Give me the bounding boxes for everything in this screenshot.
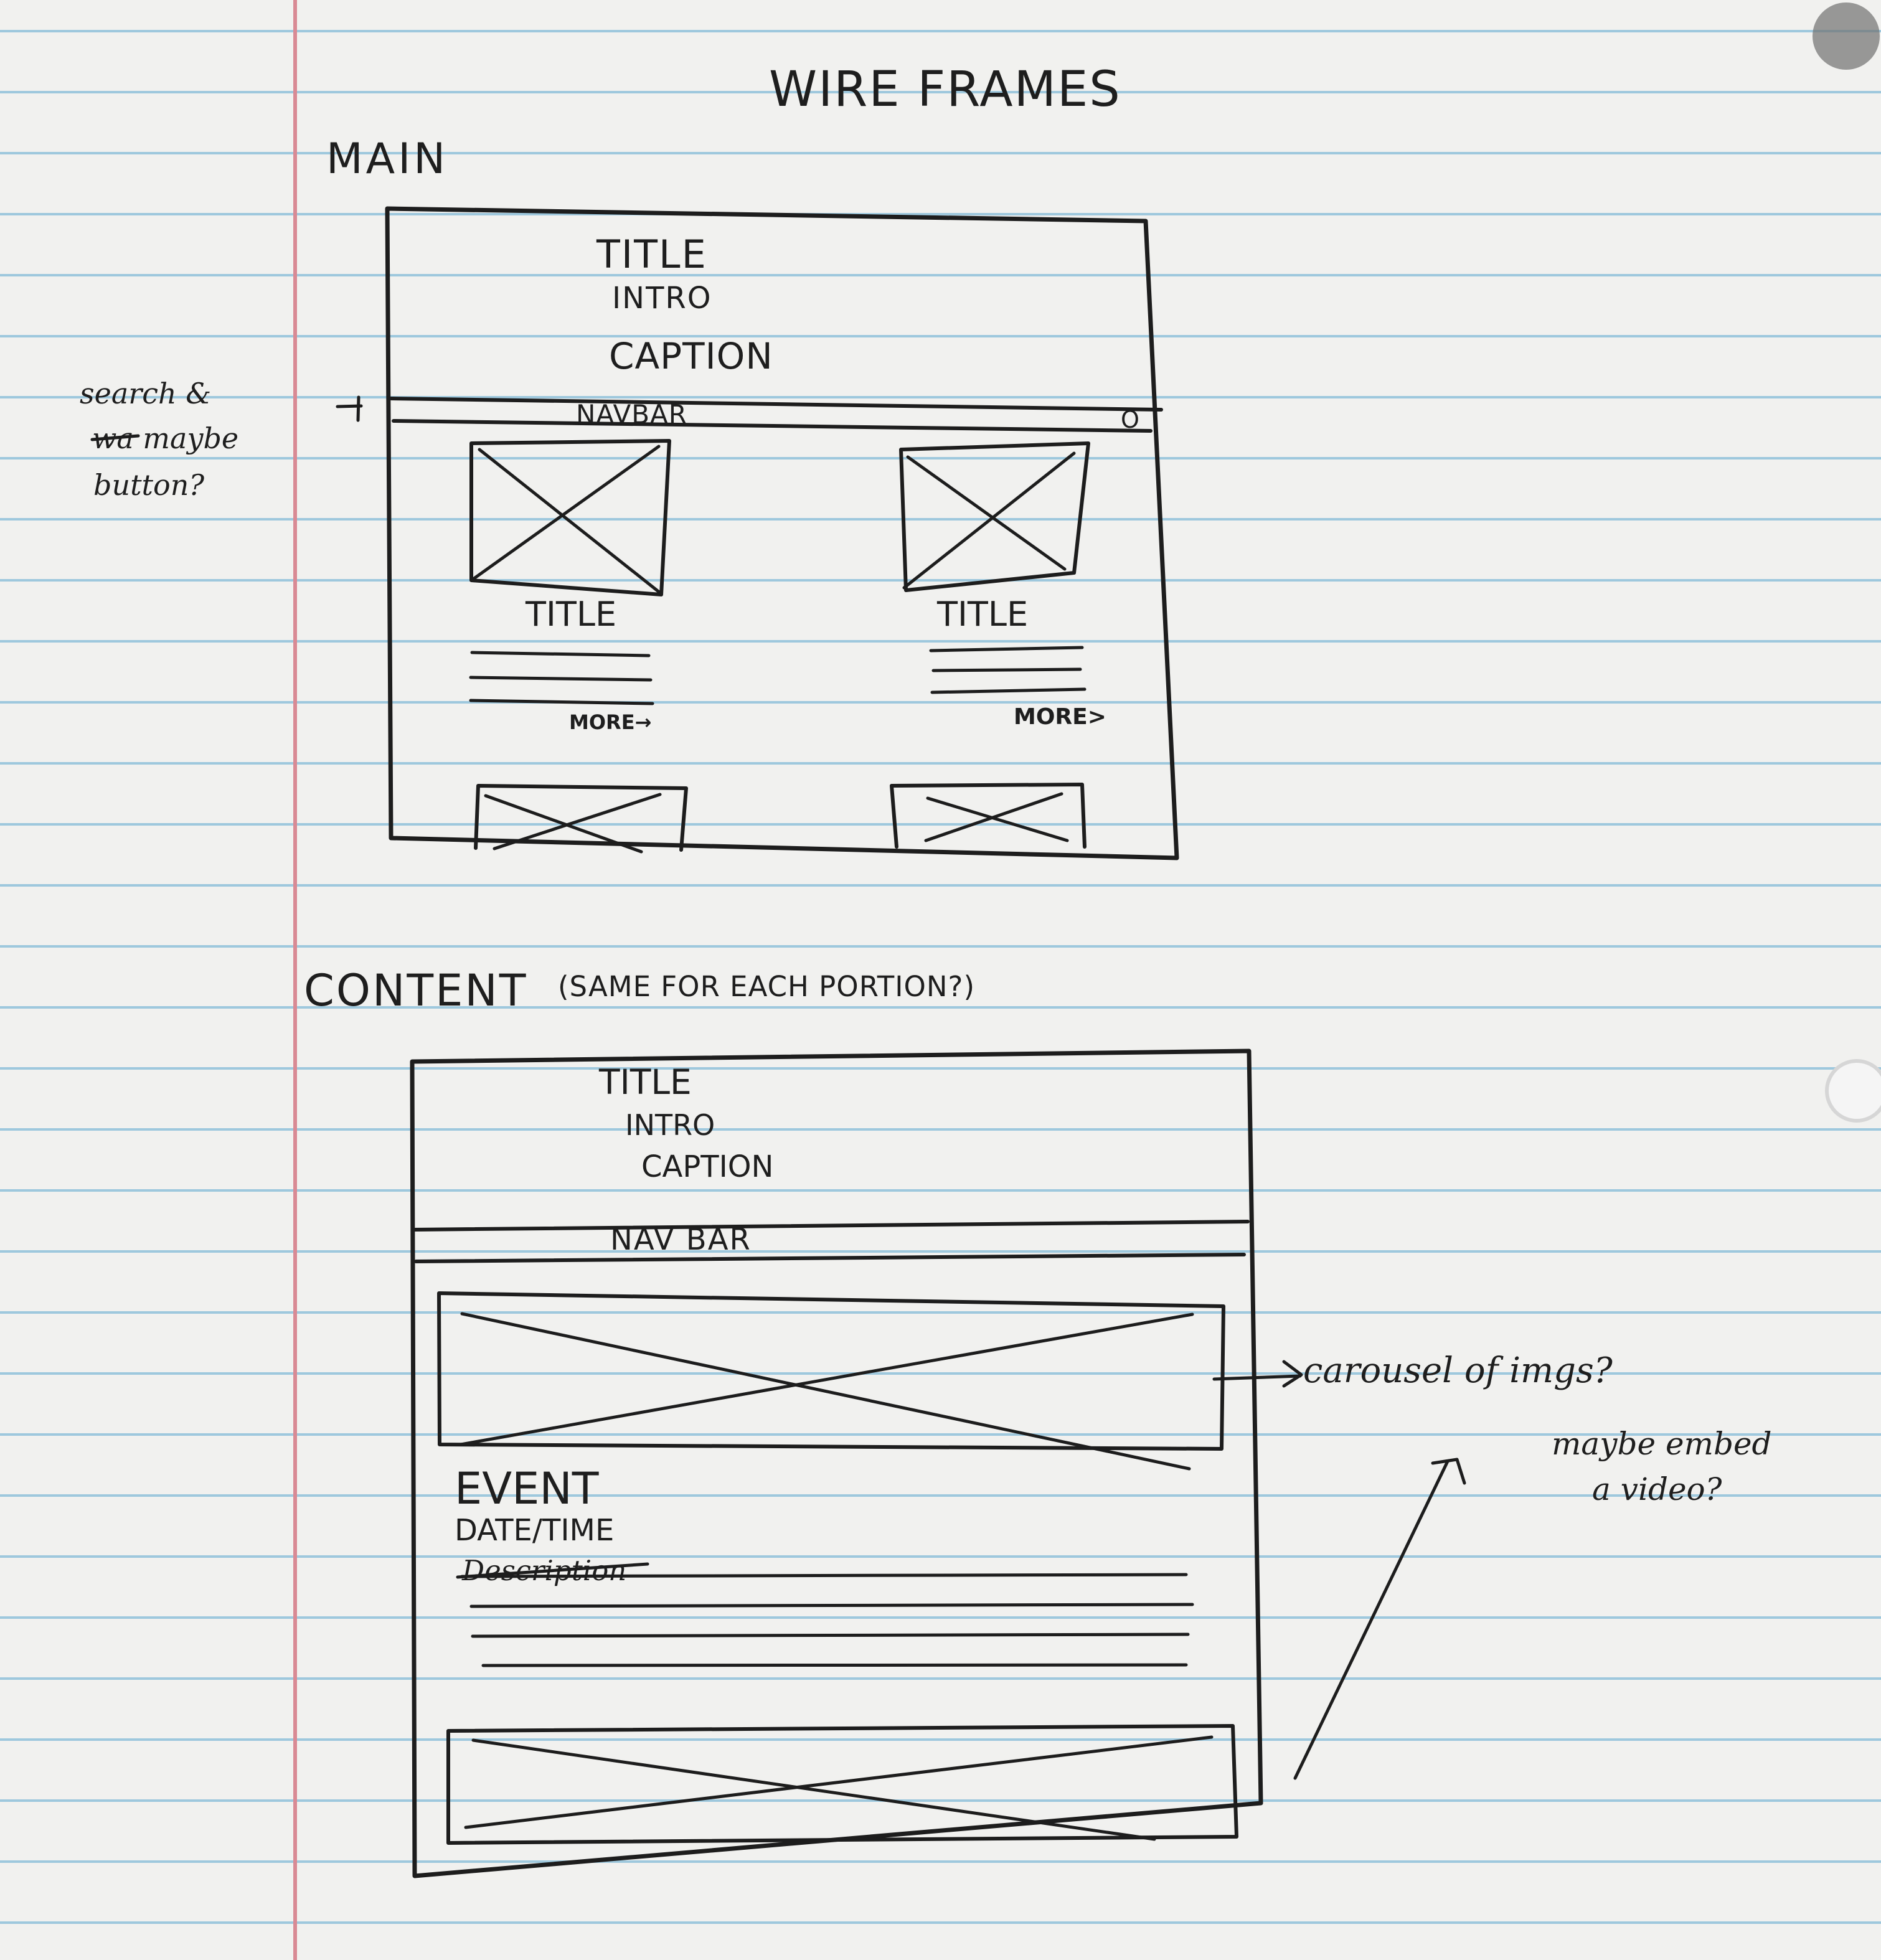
svg-text:CAPTION: CAPTION (641, 1149, 773, 1184)
main-card-left-image (469, 439, 671, 596)
text-line (469, 1603, 1194, 1608)
image-placeholder-x-line (906, 455, 1067, 571)
image-placeholder-x-line (471, 1738, 1156, 1841)
main-card-left-more-link[interactable]: MORE→ (569, 710, 651, 734)
page-title: WIRE FRAMES (769, 62, 1121, 118)
svg-text:carousel of imgs?: carousel of imgs? (1303, 1350, 1613, 1391)
main-section: MAIN TITLE INTRO CAPTION NAVBAR O TITLE … (80, 134, 1179, 860)
content-navbar-top (412, 1220, 1250, 1232)
main-search-icon[interactable]: O (1121, 406, 1139, 433)
svg-text:MAIN: MAIN (326, 134, 448, 184)
main-navbar-label: NAVBAR (576, 399, 687, 430)
text-line (471, 1633, 1190, 1638)
image-placeholder-x-line (464, 1735, 1214, 1829)
main-card-left: TITLE MORE→ (469, 439, 671, 734)
svg-text:TITLE: TITLE (596, 232, 707, 277)
text-line (481, 1663, 1188, 1667)
content-navbar-bottom (414, 1253, 1246, 1263)
content-carousel (437, 1291, 1225, 1471)
svg-text:search &: search & (80, 377, 211, 410)
arrow-icon (1431, 1458, 1466, 1485)
main-card-right-more-link[interactable]: MORE> (1014, 704, 1106, 730)
image-placeholder-x-line (460, 1312, 1191, 1471)
image-placeholder-x-line (471, 445, 661, 581)
image-placeholder-x-line (902, 451, 1076, 590)
video-note: maybe embed a video? (1293, 1426, 1772, 1780)
text-line (469, 699, 654, 705)
content-navbar-label: NAV BAR (610, 1222, 752, 1257)
main-navbar-top (389, 397, 1163, 412)
image-placeholder-x-line (478, 448, 662, 595)
main-frame (385, 206, 1179, 860)
image-placeholder-x-line (493, 793, 662, 850)
text-line (469, 676, 653, 682)
main-card-right: TITLE MORE> (899, 441, 1106, 730)
svg-text:CAPTION: CAPTION (609, 335, 773, 377)
svg-text:TITLE: TITLE (936, 595, 1028, 634)
svg-text:WIRE FRAMES: WIRE FRAMES (769, 62, 1121, 118)
image-placeholder-x-line (924, 792, 1063, 842)
arrow-icon (1212, 1374, 1302, 1381)
arrow-icon (1282, 1360, 1303, 1388)
svg-text:a video?: a video? (1592, 1471, 1723, 1507)
content-carousel-frame (437, 1291, 1225, 1451)
content-section: CONTENT (SAME FOR EACH PORTION?) TITLE I… (304, 965, 1772, 1878)
strike-through (90, 434, 140, 441)
svg-text:INTRO: INTRO (612, 281, 712, 316)
content-video-frame (446, 1724, 1238, 1845)
text-line (929, 646, 1084, 653)
content-video-placeholder (446, 1724, 1238, 1845)
main-bottom-image-left-frame (474, 784, 688, 852)
svg-text:EVENT: EVENT (455, 1463, 599, 1514)
text-line (930, 687, 1087, 694)
main-bottom-image-right-frame (890, 783, 1087, 849)
text-line (470, 651, 651, 657)
text-line (460, 1573, 1188, 1578)
content-frame (410, 1048, 1263, 1878)
svg-text:DATE/TIME: DATE/TIME (455, 1513, 614, 1548)
search-note: search & wa maybe button? (80, 377, 363, 502)
svg-text:maybe embed: maybe embed (1552, 1426, 1772, 1462)
carousel-note: carousel of imgs? (1212, 1350, 1613, 1391)
main-bottom-image-right (890, 783, 1087, 849)
binder-hole-top (1813, 2, 1880, 70)
main-card-right-image (899, 441, 1090, 592)
svg-text:(SAME FOR EACH PORTION?): (SAME FOR EACH PORTION?) (558, 970, 975, 1003)
binder-hole-middle (1825, 1059, 1881, 1123)
svg-text:button?: button? (93, 468, 204, 502)
image-placeholder-x-line (484, 794, 643, 854)
main-navbar-bottom (392, 419, 1153, 433)
svg-text:INTRO: INTRO (625, 1108, 715, 1142)
text-line (931, 667, 1082, 672)
svg-text:CONTENT: CONTENT (304, 965, 527, 1016)
svg-text:TITLE: TITLE (598, 1062, 692, 1102)
image-placeholder-x-line (926, 796, 1069, 842)
arrow-icon (356, 395, 361, 422)
image-placeholder-x-line (459, 1312, 1194, 1446)
svg-text:TITLE: TITLE (525, 595, 616, 634)
arrow-icon (1293, 1459, 1450, 1780)
main-bottom-image-left (474, 784, 688, 854)
